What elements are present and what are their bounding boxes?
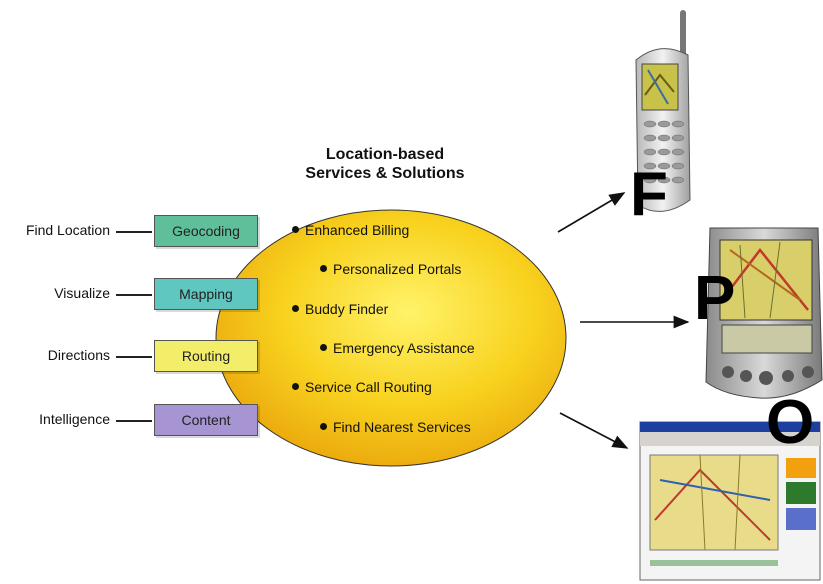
- services-ellipse: [215, 209, 567, 467]
- device-letter-p: P: [694, 264, 736, 333]
- input-label-find-location: Find Location: [25, 222, 110, 238]
- arrow-to-phone: [557, 192, 626, 233]
- input-label-visualize: Visualize: [54, 285, 110, 301]
- service-label: Emergency Assistance: [333, 340, 475, 356]
- bullet-icon: [320, 264, 327, 272]
- service-label: Service Call Routing: [305, 379, 432, 395]
- bullet-icon: [292, 225, 299, 233]
- mobile-phone-icon: [635, 10, 691, 212]
- service-label: Find Nearest Services: [333, 419, 471, 435]
- service-item: Service Call Routing: [292, 379, 432, 395]
- diagram-title: Location-based Services & Solutions: [280, 145, 490, 183]
- input-label-directions: Directions: [47, 347, 110, 363]
- bullet-icon: [320, 343, 327, 351]
- service-item: Personalized Portals: [320, 261, 461, 277]
- service-label: Buddy Finder: [305, 301, 389, 317]
- connector-line: [116, 420, 152, 422]
- service-item: Emergency Assistance: [320, 340, 475, 356]
- routing-box: Routing: [154, 340, 258, 372]
- input-label-intelligence: Intelligence: [39, 411, 110, 427]
- device-letter-o: O: [766, 388, 815, 457]
- bullet-icon: [320, 422, 327, 430]
- bullet-icon: [292, 382, 299, 390]
- connector-line: [116, 356, 152, 358]
- geocoding-box: Geocoding: [154, 215, 258, 247]
- title-line-1: Location-based: [325, 146, 445, 163]
- connector-line: [116, 294, 152, 296]
- pda-icon: [705, 227, 823, 399]
- service-item: Buddy Finder: [292, 301, 388, 317]
- bullet-icon: [292, 304, 299, 312]
- title-line-2: Services & Solutions: [305, 165, 465, 182]
- service-item: Find Nearest Services: [320, 419, 471, 435]
- connector-line: [116, 231, 152, 233]
- web-browser-icon: [639, 421, 821, 581]
- device-letter-f: F: [630, 160, 668, 229]
- service-item: Enhanced Billing: [292, 222, 409, 238]
- mapping-box: Mapping: [154, 278, 258, 310]
- arrow-to-browser: [559, 412, 629, 449]
- service-label: Enhanced Billing: [305, 222, 410, 238]
- content-box: Content: [154, 404, 258, 436]
- service-label: Personalized Portals: [333, 261, 462, 277]
